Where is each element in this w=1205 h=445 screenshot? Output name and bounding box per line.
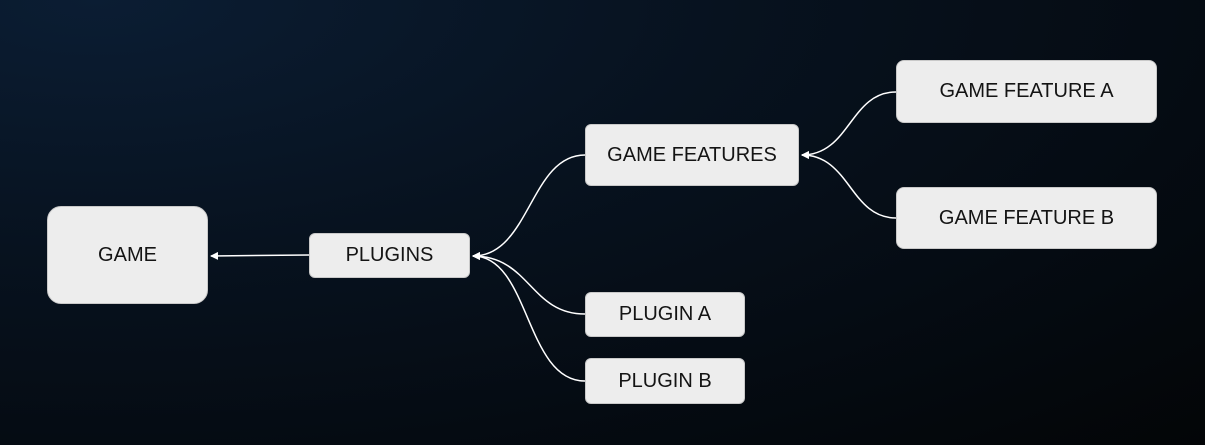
node-plugin-b: PLUGIN B [585, 358, 745, 404]
node-game: GAME [47, 206, 208, 304]
node-plugin-b-label: PLUGIN B [618, 369, 712, 392]
node-game-features-label: GAME FEATURES [607, 143, 777, 166]
edge-game-feature-b-to-game-features [801, 151, 897, 219]
node-plugins: PLUGINS [309, 233, 470, 278]
node-plugin-a-label: PLUGIN A [618, 303, 712, 325]
node-game-feature-b: GAME FEATURE B [896, 187, 1157, 249]
edge-plugin-b-to-plugins [472, 252, 586, 382]
edge-plugin-a-to-plugins [472, 252, 586, 315]
node-plugin-a: PLUGIN A [585, 292, 745, 337]
node-game-label: GAME [98, 243, 157, 266]
node-game-feature-a: GAME FEATURE A [896, 60, 1157, 123]
edge-game-features-to-plugins [472, 154, 586, 260]
edge-plugins-to-game [210, 251, 310, 260]
node-plugins-label: PLUGINS [345, 244, 434, 266]
node-game-feature-b-label: GAME FEATURE B [938, 206, 1115, 229]
node-game-features: GAME FEATURES [585, 124, 799, 186]
edge-game-feature-a-to-game-features [801, 91, 897, 159]
node-game-feature-a-label: GAME FEATURE A [939, 80, 1114, 102]
